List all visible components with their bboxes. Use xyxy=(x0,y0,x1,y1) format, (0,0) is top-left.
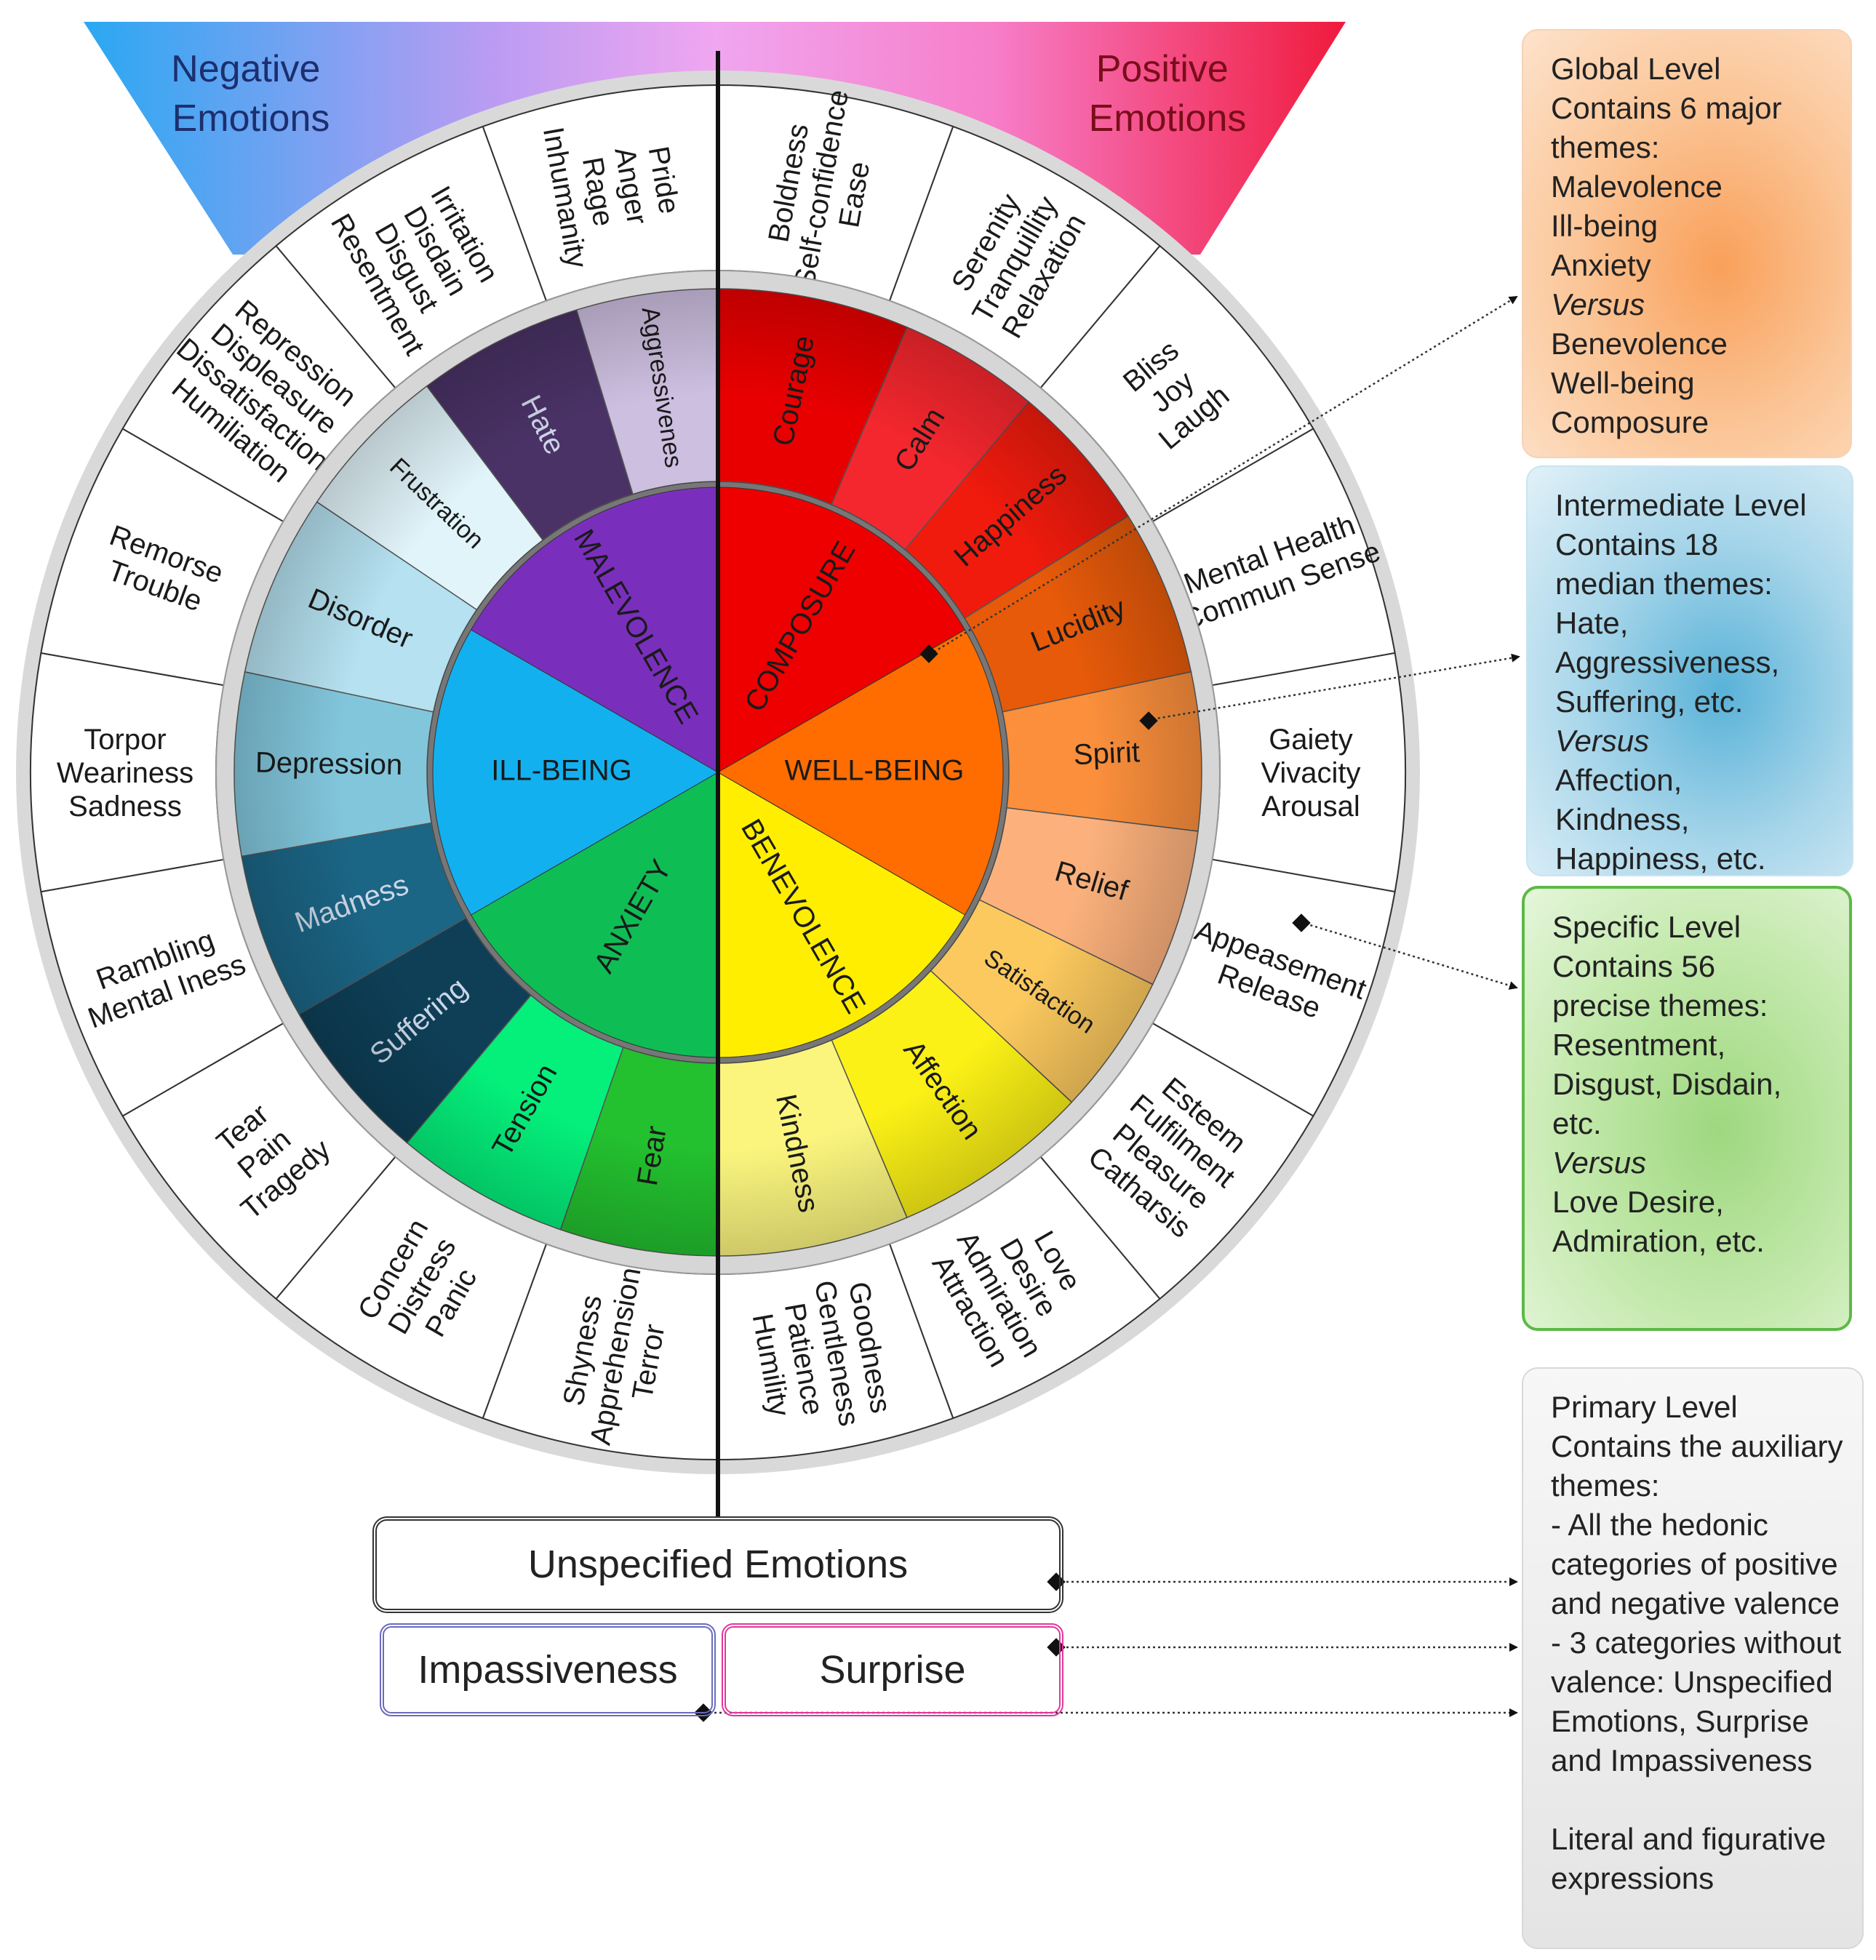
box-line: Intermediate Level xyxy=(1555,488,1807,522)
positive-emotions-label: Positive Emotions xyxy=(1089,48,1247,140)
connector-arrows xyxy=(704,295,1520,1717)
box-line: and negative valence xyxy=(1551,1586,1840,1620)
surprise-label: Surprise xyxy=(819,1648,966,1692)
box-line xyxy=(1551,1780,1848,1820)
box-line: Versus xyxy=(1555,724,1650,758)
box-line: Admiration, etc. xyxy=(1552,1224,1765,1258)
box-line: Suffering, etc. xyxy=(1555,684,1744,719)
box-line: and Impassiveness xyxy=(1551,1743,1813,1777)
box-line: valence: Unspecified xyxy=(1551,1665,1833,1699)
box-line: Malevolence xyxy=(1551,169,1723,204)
box-line: median themes: xyxy=(1555,567,1773,601)
box-line: Composure xyxy=(1551,405,1709,439)
unspecified-emotions-label: Unspecified Emotions xyxy=(527,1543,909,1586)
box-line: Ill-being xyxy=(1551,209,1659,243)
box-line: Happiness, etc. xyxy=(1555,841,1766,876)
box-line: Versus xyxy=(1552,1145,1647,1180)
box-line: Contains 18 xyxy=(1555,527,1719,561)
box-line: - All the hedonic xyxy=(1551,1508,1768,1542)
box-line: Aggressiveness, xyxy=(1555,645,1780,679)
box-line: Global Level xyxy=(1551,52,1721,86)
impassiveness-box: Impassiveness xyxy=(380,1623,716,1716)
box-line: Anxiety xyxy=(1551,248,1651,282)
box-line: themes: xyxy=(1551,130,1660,164)
box-line: categories of positive xyxy=(1551,1547,1838,1581)
box-line: Primary Level xyxy=(1551,1390,1738,1424)
box-line: Versus xyxy=(1551,287,1645,321)
box-line: Contains the auxiliary xyxy=(1551,1429,1843,1463)
box-line: Resentment, xyxy=(1552,1028,1726,1062)
box-line: Contains 6 major xyxy=(1551,91,1782,125)
surprise-box: Surprise xyxy=(722,1623,1063,1716)
unspecified-emotions-box: Unspecified Emotions xyxy=(372,1516,1063,1613)
box-line: Well-being xyxy=(1551,366,1695,400)
box-line: Benevolence xyxy=(1551,327,1728,361)
box-line: Disgust, Disdain, xyxy=(1552,1067,1782,1101)
box-line: precise themes: xyxy=(1552,988,1768,1023)
box-line: Affection, xyxy=(1555,763,1683,797)
negative-emotions-label: Negative Emotions xyxy=(171,48,331,140)
box-line: Love Desire, xyxy=(1552,1185,1724,1219)
box-line: - 3 categories without xyxy=(1551,1625,1842,1660)
impassiveness-label: Impassiveness xyxy=(418,1648,678,1692)
box-line: Specific Level xyxy=(1552,910,1741,944)
box-line: Emotions, Surprise xyxy=(1551,1704,1809,1738)
box-line: etc. xyxy=(1552,1106,1602,1140)
box-line: Contains 56 xyxy=(1552,949,1716,983)
box-line: Literal and figurative xyxy=(1551,1822,1827,1856)
box-line: themes: xyxy=(1551,1468,1660,1503)
box-line: expressions xyxy=(1551,1861,1715,1895)
box-line: Kindness, xyxy=(1555,802,1690,836)
box-line: Hate, xyxy=(1555,606,1629,640)
